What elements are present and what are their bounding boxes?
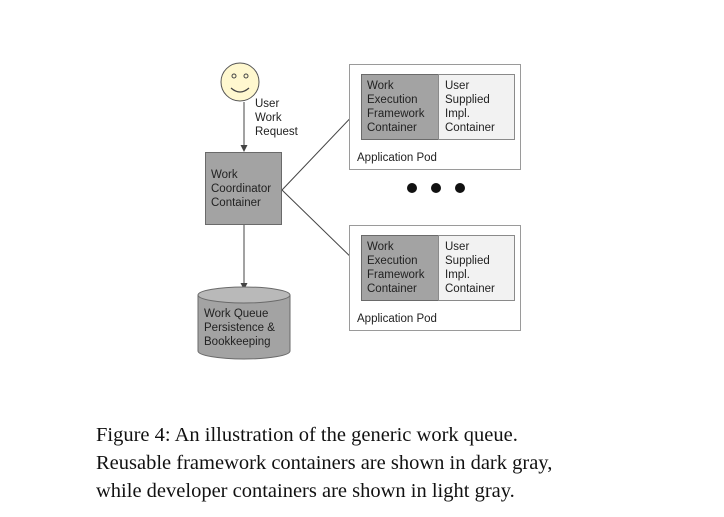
arrow-coordinator-to-pod-2 [281,189,360,266]
work-coordinator-label: Work Coordinator Container [211,169,272,209]
application-pod-label-1: Application Pod [357,152,437,164]
arrow-coordinator-to-pod-1 [281,108,360,191]
figure-caption: Figure 4: An illustration of the generic… [96,421,626,505]
diagram-connectors [197,62,465,360]
user-smiley-icon [220,62,260,102]
more-pods-ellipsis [407,183,465,193]
user-impl-container-label-1: User Supplied Impl. Container [445,80,495,134]
caption-line-2: Reusable framework containers are shown … [96,452,553,474]
work-execution-framework-container-2: Work Execution Framework Container [361,235,439,301]
user-work-request-label: User Work Request [255,98,298,138]
application-pod-1: Work Execution Framework Container User … [349,64,521,170]
user-supplied-impl-container-2: User Supplied Impl. Container [438,235,515,301]
framework-container-label-1: Work Execution Framework Container [367,80,425,134]
framework-container-label-2: Work Execution Framework Container [367,241,425,295]
application-pod-label-2: Application Pod [357,313,437,325]
work-coordinator-container: Work Coordinator Container [205,152,282,225]
work-queue-diagram: User Work Request Work Coordinator Conta… [197,62,521,360]
user-supplied-impl-container-1: User Supplied Impl. Container [438,74,515,140]
work-queue-database-icon [197,286,291,360]
work-execution-framework-container-1: Work Execution Framework Container [361,74,439,140]
user-impl-container-label-2: User Supplied Impl. Container [445,241,495,295]
work-queue-label: Work Queue Persistence & Bookkeeping [204,308,275,348]
application-pod-2: Work Execution Framework Container User … [349,225,521,331]
caption-line-3: while developer containers are shown in … [96,480,515,502]
caption-line-1: Figure 4: An illustration of the generic… [96,424,518,446]
